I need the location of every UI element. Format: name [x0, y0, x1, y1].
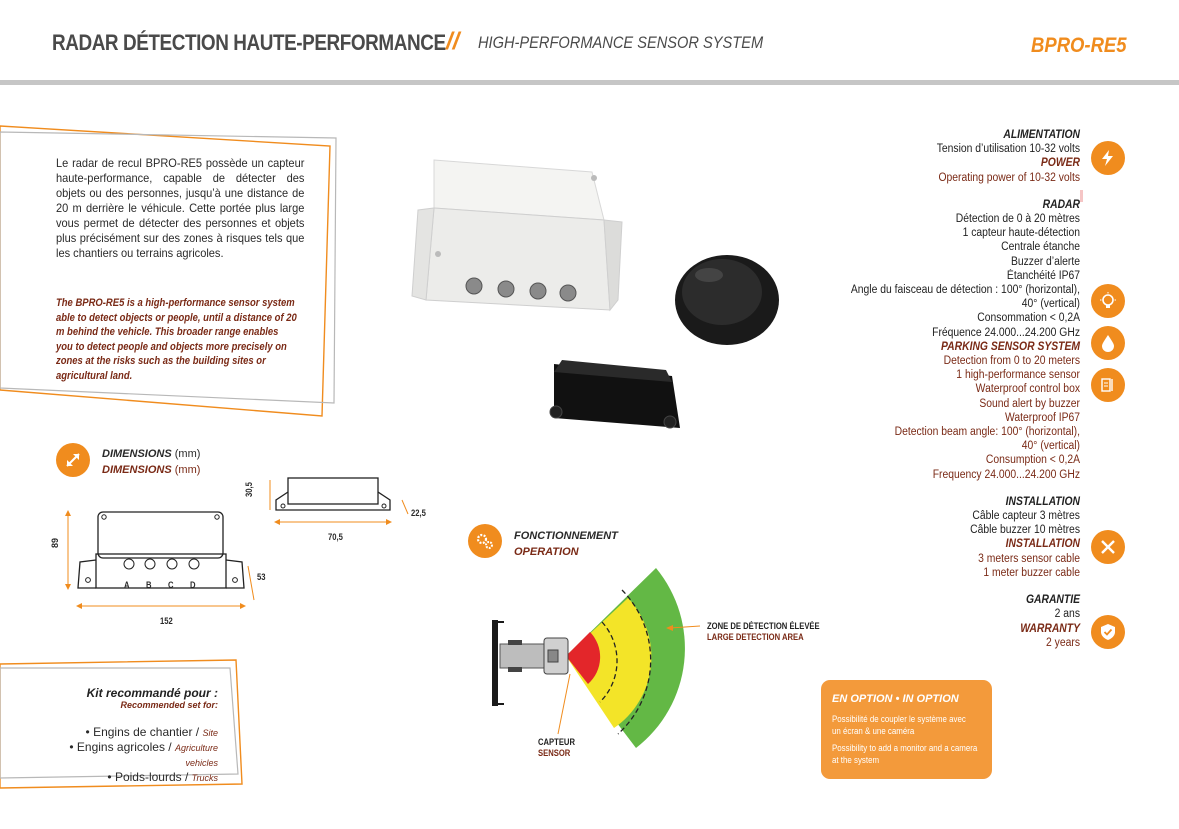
warranty-title-en: WARRANTY — [1020, 622, 1080, 635]
port-a-label: A — [124, 580, 130, 590]
power-title: POWER — [1040, 157, 1080, 170]
sensor-height-label: 30,5 — [244, 482, 254, 497]
product-photo — [411, 159, 779, 429]
radar-line: Détection de 0 à 20 mètres — [955, 213, 1080, 226]
zone-label-en: LARGE DETECTION AREA — [707, 632, 804, 642]
radar-line: 40° (vertical) — [1021, 298, 1080, 311]
dimensions-title-fr: DIMENSIONS — [102, 448, 172, 460]
kit-item: • Poids-lourds / Trucks — [107, 770, 218, 784]
kit-title-en: Recommended set for: — [120, 700, 218, 710]
alimentation-value: Tension d’utilisation 10-32 volts — [936, 143, 1080, 156]
option-text-fr: un écran & une caméra — [832, 726, 915, 736]
resize-arrows-icon — [56, 443, 90, 477]
radar-line: Buzzer d’alerte — [1010, 255, 1080, 268]
installation-title: INSTALLATION — [1005, 495, 1080, 508]
intro-text-fr: Le radar de recul BPRO-RE5 possède un ca… — [56, 156, 305, 260]
dimensions-drawing — [65, 477, 409, 609]
accent-mark — [1080, 190, 1083, 202]
lightning-icon — [1091, 141, 1125, 175]
parking-line: Consumption < 0,2A — [985, 454, 1080, 467]
page-title: RADAR DÉTECTION HAUTE-PERFORMANCE — [52, 30, 446, 55]
round-sensor-image — [675, 255, 779, 345]
installation-line: Câble capteur 3 mètres — [972, 510, 1080, 523]
detection-diagram — [492, 568, 701, 748]
alimentation-title: ALIMENTATION — [1003, 129, 1080, 141]
option-box: EN OPTION • IN OPTION Possibilité de cou… — [821, 680, 992, 779]
power-value: Operating power of 10-32 volts — [938, 171, 1080, 184]
dimensions-title: DIMENSIONS (mm) DIMENSIONS (mm) — [102, 446, 200, 478]
installation-title-en: INSTALLATION — [1005, 538, 1080, 551]
kit-title-fr: Kit recommandé pour : — [86, 686, 218, 700]
warranty-value: 2 ans — [1054, 608, 1080, 621]
box-depth-label: 53 — [257, 572, 266, 582]
sensor-width-label: 70,5 — [328, 532, 343, 542]
intro-frame — [0, 125, 337, 417]
sensor-label-en: SENSOR — [538, 748, 571, 758]
radar-title: RADAR — [1042, 198, 1080, 211]
parking-line: Waterproof IP67 — [1005, 411, 1080, 424]
zone-label-fr: ZONE DE DÉTECTION ÉLEVÉE — [707, 621, 820, 631]
parking-line: Detection from 0 to 20 meters — [943, 355, 1080, 368]
kit-item: • Engins de chantier / Site — [85, 725, 218, 739]
bulb-icon — [1091, 284, 1125, 318]
parking-line: Sound alert by buzzer — [979, 397, 1080, 410]
radar-line: Angle du faisceau de détection : 100° (h… — [850, 284, 1080, 297]
specs-column: ALIMENTATION Tension d’utilisation 10-32… — [750, 128, 1080, 650]
port-c-label: C — [168, 580, 174, 590]
port-d-label: D — [190, 580, 196, 590]
port-b-label: B — [146, 580, 152, 590]
buzzer-image — [549, 360, 680, 429]
page-subtitle: HIGH-PERFORMANCE SENSOR SYSTEM — [478, 33, 764, 52]
shield-check-icon — [1091, 615, 1125, 649]
kit-section: Kit recommandé pour : Recommended set fo… — [40, 686, 218, 785]
parking-title: PARKING SENSOR SYSTEM — [941, 340, 1080, 353]
zone-yellow — [566, 598, 652, 728]
thermometer-icon — [1091, 368, 1125, 402]
option-title: EN OPTION • IN OPTION — [832, 693, 959, 705]
gears-icon — [468, 524, 502, 558]
kit-frame — [0, 659, 243, 789]
header-divider — [0, 80, 1179, 85]
sensor-label-fr: CAPTEUR — [538, 737, 575, 747]
drop-icon — [1091, 326, 1125, 360]
intro-text-en: The BPRO-RE5 is a high-performance senso… — [56, 297, 297, 382]
radar-line: Fréquence 24.000...24.200 GHz — [932, 326, 1080, 339]
parking-line: 1 high-performance sensor — [956, 369, 1080, 382]
warranty-title: GARANTIE — [1025, 594, 1080, 607]
radar-line: 1 capteur haute-détection — [962, 227, 1080, 240]
parking-line: 40° (vertical) — [1021, 440, 1080, 453]
operation-title: FONCTIONNEMENT OPERATION — [514, 528, 618, 560]
zone-red — [566, 632, 601, 684]
option-text-en: at the system — [832, 755, 880, 765]
tools-icon — [1091, 530, 1125, 564]
parking-line: Frequency 24.000...24.200 GHz — [932, 468, 1080, 481]
radar-line: Centrale étanche — [1001, 241, 1080, 254]
sensor-depth-label: 22,5 — [411, 508, 426, 518]
option-text-en: Possibility to add a monitor and a camer… — [832, 743, 978, 753]
kit-item: • Engins agricoles / Agriculture vehicle… — [69, 740, 218, 768]
control-box-image — [411, 159, 623, 312]
operation-title-en: OPERATION — [514, 546, 579, 558]
title-separator: // — [446, 28, 460, 55]
box-height-label: 89 — [50, 537, 60, 548]
installation-line-en: 3 meters sensor cable — [978, 552, 1080, 565]
operation-title-fr: FONCTIONNEMENT — [514, 530, 618, 542]
radar-line: Étanchéité IP67 — [1006, 269, 1080, 282]
parking-line: Detection beam angle: 100° (horizontal), — [894, 426, 1080, 439]
dimensions-title-en: DIMENSIONS — [102, 464, 172, 476]
installation-line-en: 1 meter buzzer cable — [983, 566, 1080, 579]
radar-line: Consommation < 0,2A — [977, 312, 1080, 325]
product-code: BPRO-RE5 — [1031, 34, 1127, 57]
option-text-fr: Possibilité de coupler le système avec — [832, 714, 966, 724]
dimensions-unit: (mm) — [174, 448, 201, 460]
warranty-value-en: 2 years — [1046, 636, 1080, 649]
dimensions-unit: (mm) — [174, 464, 201, 476]
installation-line: Câble buzzer 10 mètres — [970, 524, 1080, 537]
box-width-label: 152 — [160, 616, 173, 626]
parking-line: Waterproof control box — [975, 383, 1080, 396]
